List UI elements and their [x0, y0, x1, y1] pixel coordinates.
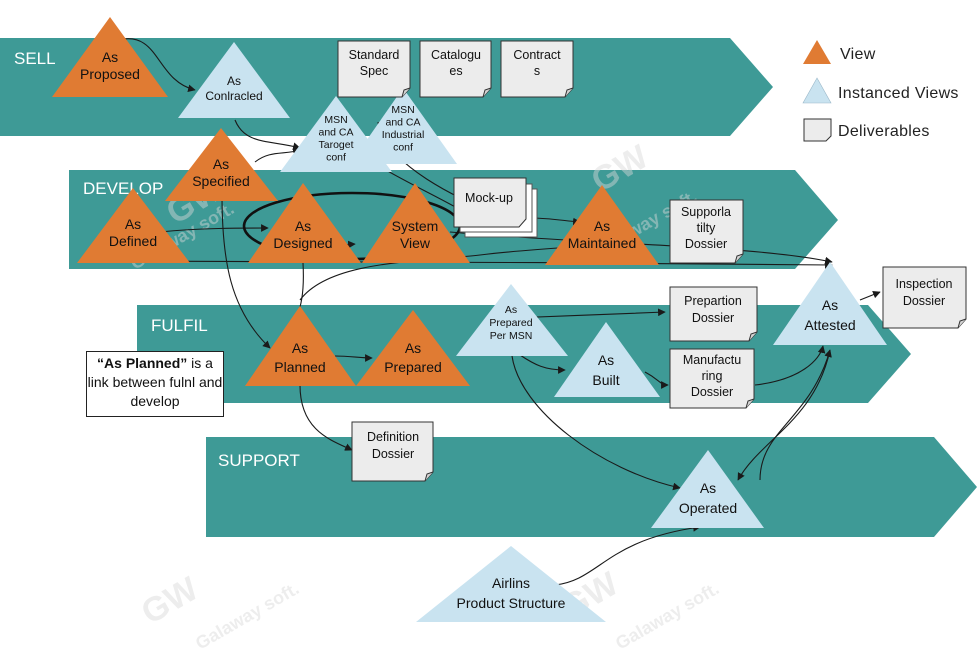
legend: View Instanced Views Deliverables [802, 40, 959, 142]
legend-instanced-label: Instanced Views [838, 85, 959, 102]
connector [299, 241, 601, 301]
connector [234, 119, 301, 150]
connector [117, 38, 196, 93]
legend-view-icon [803, 40, 831, 64]
doc-mock-up[interactable]: Mock-up [453, 177, 538, 238]
connector [334, 354, 373, 362]
lane-support [206, 437, 977, 537]
connector [511, 355, 681, 491]
lane-label-develop: DEVELOP [83, 179, 163, 198]
connector [859, 290, 881, 301]
note-bold-text: “As Planned” [97, 355, 188, 371]
connector [221, 194, 271, 349]
connector [159, 224, 269, 233]
connector [554, 524, 701, 586]
lane-label-support: SUPPORT [218, 451, 300, 470]
lane-label-sell: SELL [14, 49, 56, 68]
watermark-logo: GW [135, 569, 205, 632]
svg-text:Mock-up: Mock-up [465, 191, 513, 205]
legend-instanced-icon [802, 77, 832, 104]
watermark-text: Galaway soft. [612, 578, 722, 650]
as-planned-note: “As Planned” is a link between fulnl and… [86, 351, 224, 417]
legend-deliverables-label: Deliverables [838, 123, 930, 140]
connector [299, 384, 353, 451]
connector [519, 354, 566, 374]
lane-label-fulfil: FULFIL [151, 316, 208, 335]
watermark-text: Galaway soft. [192, 578, 302, 650]
connector [644, 371, 669, 389]
connector [737, 349, 831, 481]
connector [754, 345, 826, 386]
note-text: is a link between fulnl and develop [87, 355, 223, 409]
legend-view-label: View [840, 46, 876, 63]
legend-deliverable-icon [803, 118, 832, 142]
connector [759, 349, 832, 481]
